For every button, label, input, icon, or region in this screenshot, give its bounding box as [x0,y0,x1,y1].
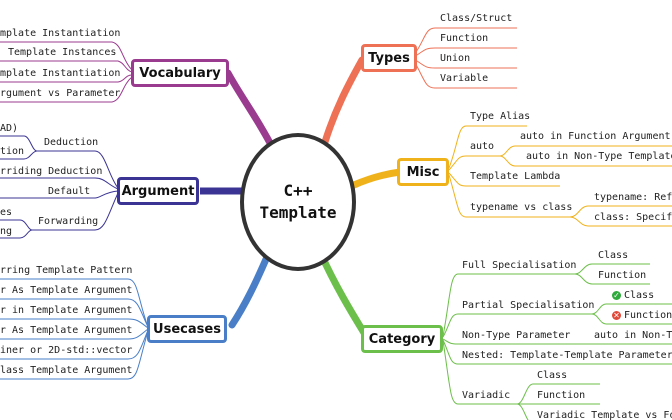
types-item[interactable]: Function [440,33,489,44]
misc-item[interactable]: typename vs class [470,202,573,213]
argument-item[interactable]: AD) [0,123,19,134]
argument-item[interactable]: Default [48,186,91,197]
misc-item[interactable]: Template Lambda [470,171,561,182]
argument-item[interactable]: Deduction [44,137,99,148]
category-item[interactable]: Nested: Template-Template Parameter [462,350,672,361]
vocab-item[interactable]: mplate Instantiation [0,68,121,79]
misc-item[interactable]: auto [470,141,495,152]
usecase-item[interactable]: r in Template Argument [0,305,133,316]
vocab-item[interactable]: mplate Instantiation [0,28,121,39]
argument-item[interactable]: tion [0,146,25,157]
check-icon: ✓ [612,290,621,300]
types-item[interactable]: Union [440,53,471,64]
usecase-item[interactable]: rring Template Pattern [0,265,133,276]
usecase-item[interactable]: iner or 2D-std::vector [0,345,133,356]
central-topic-line1: C++ [283,181,313,200]
category-item-label: Class [624,290,655,301]
usecase-item[interactable]: lass Template Argument [0,365,133,376]
vocab-item[interactable]: rgument vs Parameter [0,88,121,99]
misc-item[interactable]: class: Specify [594,212,672,223]
topic-usecases[interactable]: Usecases [147,315,227,343]
central-topic-line2: Template [259,203,337,222]
misc-item[interactable]: auto in Non-Type Template [526,151,672,162]
category-item-with-check[interactable]: ✓Class [612,290,654,302]
argument-item[interactable]: Forwarding [38,216,99,227]
argument-item[interactable]: rriding Deduction [0,166,103,177]
category-item-with-cross[interactable]: ✕Function [612,310,672,322]
misc-item[interactable]: typename: Refe [594,192,672,203]
argument-item[interactable]: ng [0,226,13,237]
category-item[interactable]: Variadic Template vs Fol [537,410,672,420]
misc-item[interactable]: auto in Function Argument [520,131,671,142]
topic-argument[interactable]: Argument [117,177,199,205]
misc-item[interactable]: Type Alias [470,111,531,122]
category-item[interactable]: Non-Type Parameter [462,330,571,341]
topic-category[interactable]: Category [361,325,443,353]
category-item[interactable]: Full Specialisation [462,260,577,271]
category-item[interactable]: Partial Specialisation [462,300,595,311]
cross-icon: ✕ [612,310,621,320]
category-item[interactable]: auto in Non-Ty [594,330,672,341]
category-item[interactable]: Variadic [462,390,511,401]
category-item[interactable]: Class [537,370,568,381]
topic-vocabulary[interactable]: Vocabulary [131,59,229,87]
topic-misc[interactable]: Misc [397,158,449,186]
topic-types[interactable]: Types [361,44,417,72]
types-item[interactable]: Class/Struct [440,13,513,24]
types-item[interactable]: Variable [440,73,489,84]
central-topic[interactable]: C++ Template [240,133,356,271]
usecase-item[interactable]: r As Template Argument [0,285,133,296]
category-item-label: Function [624,310,672,321]
argument-item[interactable]: es [0,207,13,218]
usecase-item[interactable]: r As Template Argument [0,325,133,336]
category-item[interactable]: Class [598,250,629,261]
category-item[interactable]: Function [537,390,586,401]
category-item[interactable]: Function [598,270,647,281]
vocab-item[interactable]: Template Instances [8,47,117,58]
